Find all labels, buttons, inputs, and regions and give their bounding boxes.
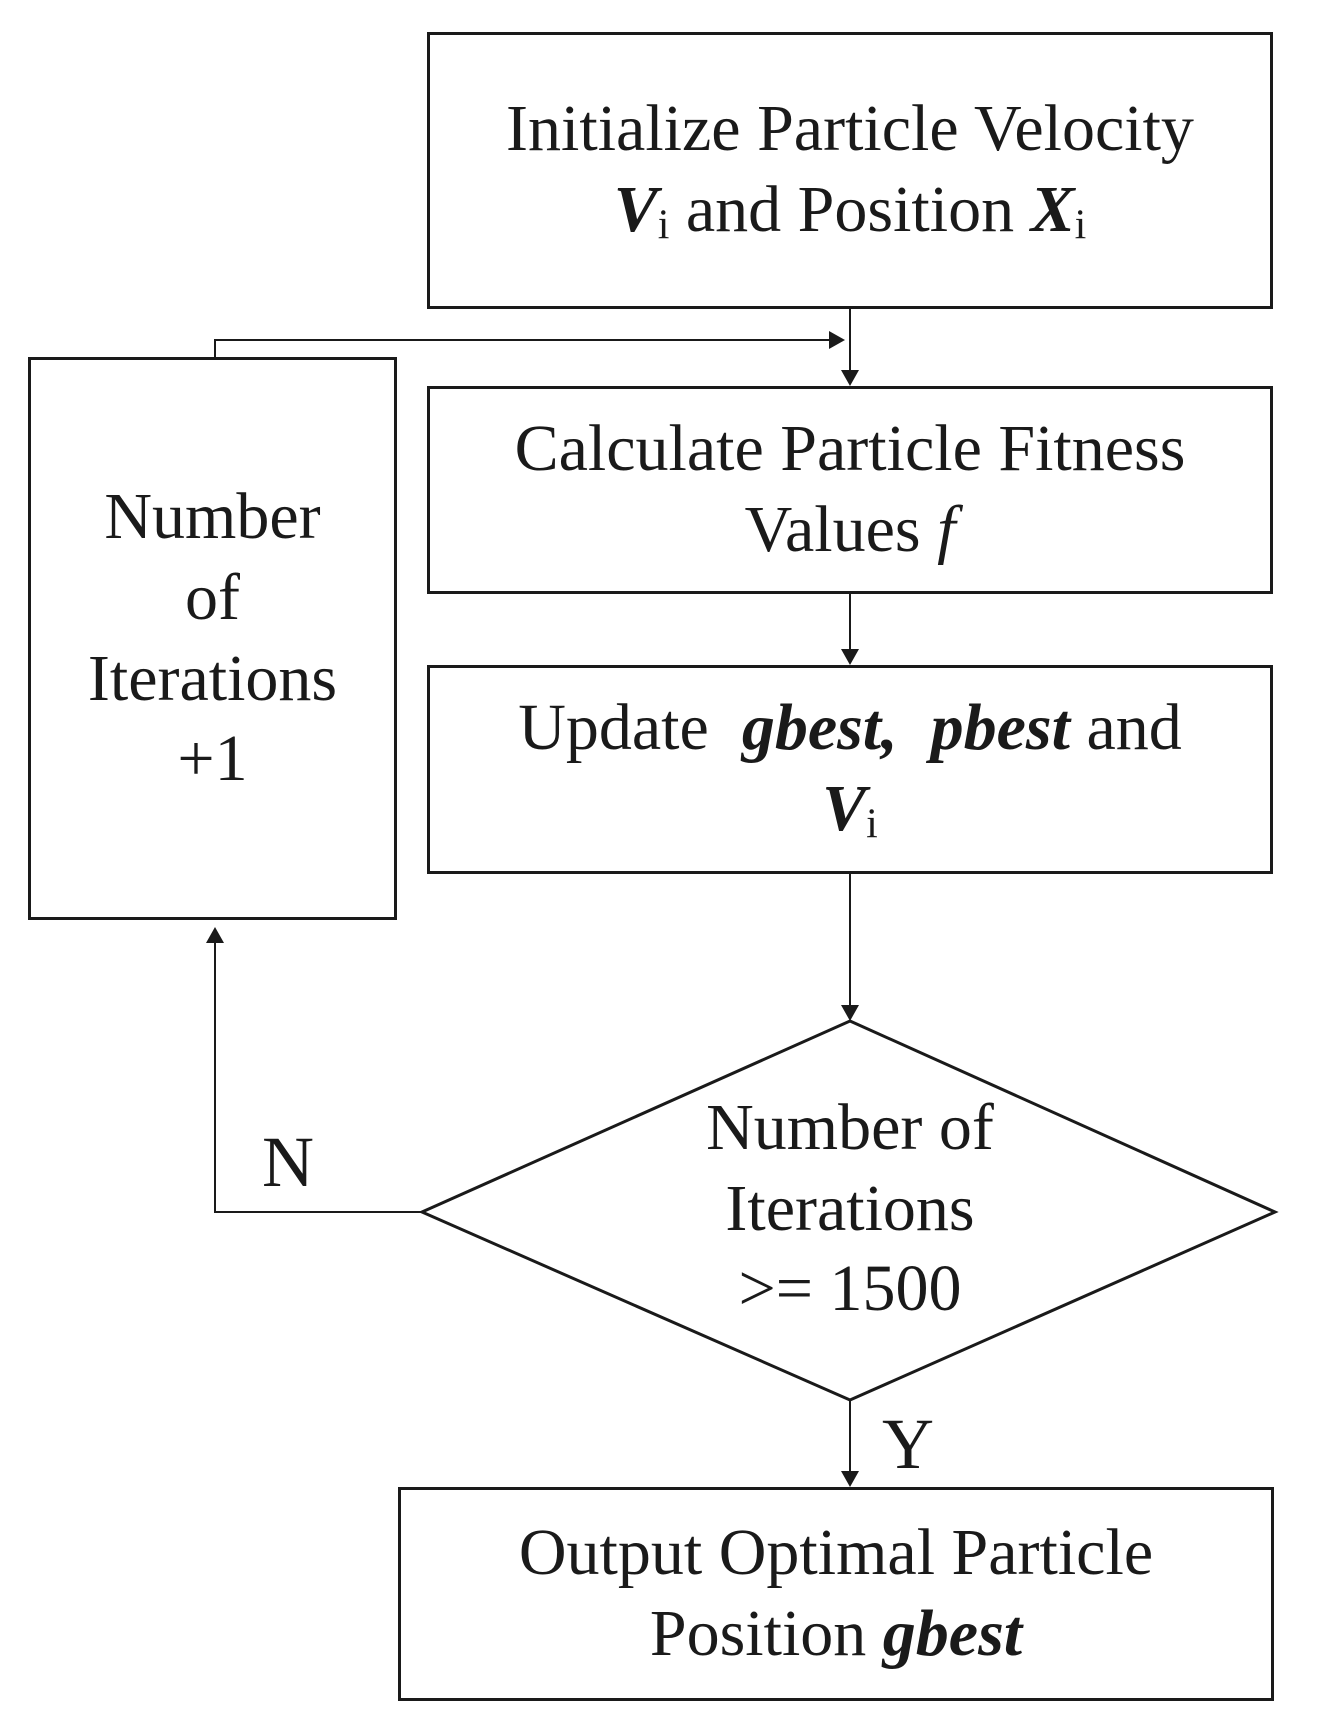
decision-line-3: >= 1500	[738, 1252, 962, 1326]
update-suffix: and	[1069, 691, 1182, 765]
output-node: Output Optimal Particle Position gbest	[398, 1487, 1274, 1701]
decision-line-1: Number of	[706, 1091, 994, 1164]
fitness-node: Calculate Particle Fitness Values f	[427, 386, 1273, 594]
output-line-2-prefix: Position	[649, 1597, 883, 1670]
fitness-line-1: Calculate Particle Fitness	[514, 412, 1186, 486]
initialize-line-1: Initialize Particle Velocity	[506, 92, 1194, 166]
position-symbol: X	[1030, 172, 1075, 246]
arrowhead-update-to-decision	[841, 1005, 859, 1021]
fitness-symbol: f	[937, 493, 956, 566]
yes-branch-label: Y	[882, 1404, 934, 1484]
counter-line-4: +1	[177, 722, 248, 796]
arrowhead-fitness-to-update	[841, 649, 859, 665]
pbest-term: pbest	[930, 691, 1070, 765]
velocity-subscript: i	[657, 202, 670, 249]
position-subscript: i	[1074, 202, 1087, 249]
update-node: Update gbest, pbest and Vi	[427, 665, 1273, 874]
output-gbest-term: gbest	[882, 1597, 1023, 1670]
update-velocity-symbol: V	[822, 771, 867, 845]
counter-line-2: of	[185, 560, 240, 634]
arrow-counter-to-fitness-loop	[214, 339, 843, 357]
output-line-1: Output Optimal Particle	[518, 1516, 1154, 1590]
initialize-mid-text: and Position	[669, 172, 1031, 246]
arrowhead-init-to-fitness	[841, 370, 859, 386]
decision-line-2: Iterations	[725, 1171, 975, 1245]
update-velocity-subscript: i	[866, 801, 878, 848]
initialize-node: Initialize Particle Velocity Vi and Posi…	[427, 32, 1273, 309]
decision-label: Number of Iterations >= 1500	[600, 1088, 1100, 1330]
counter-line-1: Number	[104, 480, 321, 554]
no-branch-label: N	[262, 1122, 314, 1202]
arrowhead-counter-to-fitness-loop	[829, 331, 845, 349]
counter-line-3: Iterations	[87, 641, 338, 715]
update-line-2: Vi	[822, 769, 878, 851]
arrowhead-decision-to-output	[841, 1471, 859, 1487]
arrow-decision-to-counter	[214, 930, 422, 1213]
fitness-line-2-prefix: Values	[744, 493, 938, 566]
velocity-symbol: V	[613, 172, 658, 246]
arrowhead-decision-to-counter	[206, 927, 224, 943]
fitness-line-2: Values f	[745, 490, 956, 571]
update-prefix: Update	[518, 691, 726, 765]
output-line-2: Position gbest	[650, 1594, 1022, 1675]
update-line-1: Update gbest, pbest and	[518, 688, 1182, 769]
iteration-counter-node: Number of Iterations +1	[28, 357, 397, 920]
gbest-term: gbest,	[741, 691, 898, 765]
initialize-line-2: Vi and Position Xi	[614, 170, 1087, 252]
